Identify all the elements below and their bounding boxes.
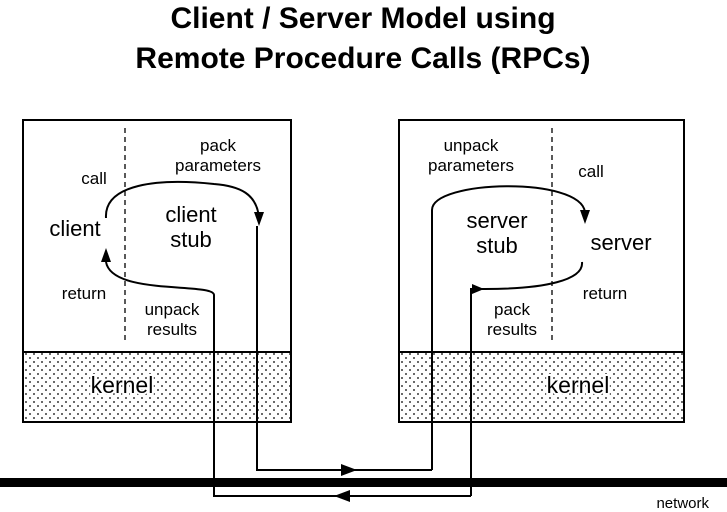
client-call-arrow [104,180,260,219]
pack-parameters-label-1: pack [200,136,236,155]
client-kernel-area [24,352,290,421]
unpack-parameters-label-2: parameters [428,156,514,175]
title-line-2: Remote Procedure Calls (RPCs) [135,42,590,75]
reply-path [213,455,471,497]
server-machine: unpack parameters call server stub serve… [398,119,685,496]
server-return-arrow [470,261,584,496]
server-call-arrow [431,185,586,470]
reply-arrowhead [334,490,350,502]
network-bus [0,478,727,487]
network-label: network [656,495,709,512]
server-call-arrowhead [580,210,590,224]
pack-parameters-label-2: parameters [175,156,261,175]
pack-results-label-2: results [487,320,537,339]
server-return-arrowhead [472,284,484,294]
server-kernel-label: kernel [547,372,610,398]
server-label: server [590,230,651,255]
pack-results-label-1: pack [494,300,530,319]
title-line-1: Client / Server Model using [170,2,555,35]
unpack-parameters-label-1: unpack [444,136,499,155]
server-stub-label-1: server [466,208,527,233]
unpack-results-label-2: results [147,320,197,339]
client-label: client [49,216,100,241]
server-kernel-area [400,352,683,421]
client-call-label: call [81,169,107,188]
client-return-label: return [62,284,106,303]
client-stub-label-2: stub [170,227,212,252]
server-call-label: call [578,162,604,181]
request-path [256,226,432,471]
client-return-arrow [105,261,215,455]
client-stub-label-1: client [165,202,216,227]
server-stub-label-2: stub [476,233,518,258]
unpack-results-label-1: unpack [145,300,200,319]
client-call-arrowhead [254,212,264,226]
request-arrowhead [341,464,357,476]
client-return-arrowhead [101,248,111,262]
server-return-label: return [583,284,627,303]
client-kernel-label: kernel [91,372,154,398]
client-machine: call client return pack parameters clien… [22,119,292,455]
